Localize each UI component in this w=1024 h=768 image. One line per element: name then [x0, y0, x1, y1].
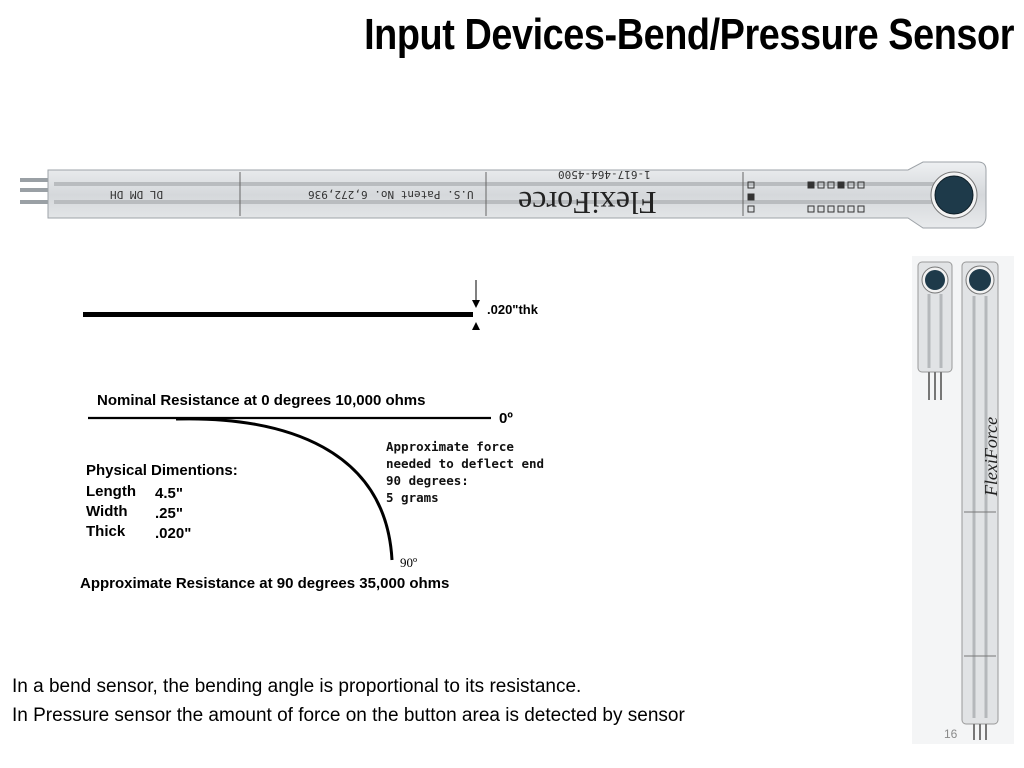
- force-note-line: 5 grams: [386, 490, 439, 505]
- sensor-brand-logo-text: FlexiForce: [518, 185, 657, 221]
- dimension-label: Width: [86, 503, 128, 520]
- sensor-strip-image: [20, 161, 987, 229]
- vertical-sensor-brand-text: FlexiForce: [981, 416, 1002, 497]
- flexiforce-sensor-photo-horizontal: FlexiForce U.S. Patent No. 6,272,936 1-6…: [18, 160, 990, 240]
- ninety-degree-label: 90º: [400, 555, 418, 570]
- dimension-value: .020": [155, 525, 192, 542]
- sensor-part-number-text: 1-617-464-4500: [558, 168, 651, 181]
- page-number: 16: [944, 727, 958, 741]
- force-note-line: Approximate force: [386, 439, 514, 454]
- slide-title: Input Devices-Bend/Pressure Sensor: [364, 10, 1014, 59]
- dimension-label: Thick: [86, 523, 126, 540]
- approx-resistance-label: Approximate Resistance at 90 degrees 35,…: [80, 575, 450, 592]
- sensor-patent-text: U.S. Patent No. 6,272,936: [308, 188, 474, 201]
- bend-curve-diagram: [88, 416, 491, 561]
- force-note-line: needed to deflect end: [386, 456, 545, 471]
- dimension-row: Thick .020": [86, 523, 191, 543]
- dimensions-heading: Physical Dimentions:: [86, 462, 238, 479]
- dimension-value: 4.5": [155, 485, 183, 502]
- dimension-row: Width .25": [86, 503, 183, 523]
- caption-pressure-sensor: In Pressure sensor the amount of force o…: [12, 705, 685, 726]
- force-note-line: 90 degrees:: [386, 473, 469, 488]
- flexiforce-sensor-photo-vertical: FlexiForce: [912, 256, 1014, 744]
- thickness-label: .020"thk: [487, 302, 538, 317]
- caption-bend-sensor: In a bend sensor, the bending angle is p…: [12, 676, 582, 697]
- dimension-label: Length: [86, 483, 136, 500]
- thickness-diagram: [83, 280, 480, 330]
- dimension-value: .25": [155, 505, 183, 522]
- sensor-codes-text: DL DM DH: [110, 188, 163, 201]
- dimensions-list: Length 4.5" Width .25" Thick .020": [86, 483, 191, 543]
- nominal-resistance-label: Nominal Resistance at 0 degrees 10,000 o…: [97, 392, 426, 409]
- force-note: Approximate force needed to deflect end …: [386, 438, 544, 506]
- dimension-row: Length 4.5": [86, 483, 183, 503]
- zero-degree-label: 0º: [499, 410, 513, 427]
- vertical-sensors-image: [917, 261, 999, 740]
